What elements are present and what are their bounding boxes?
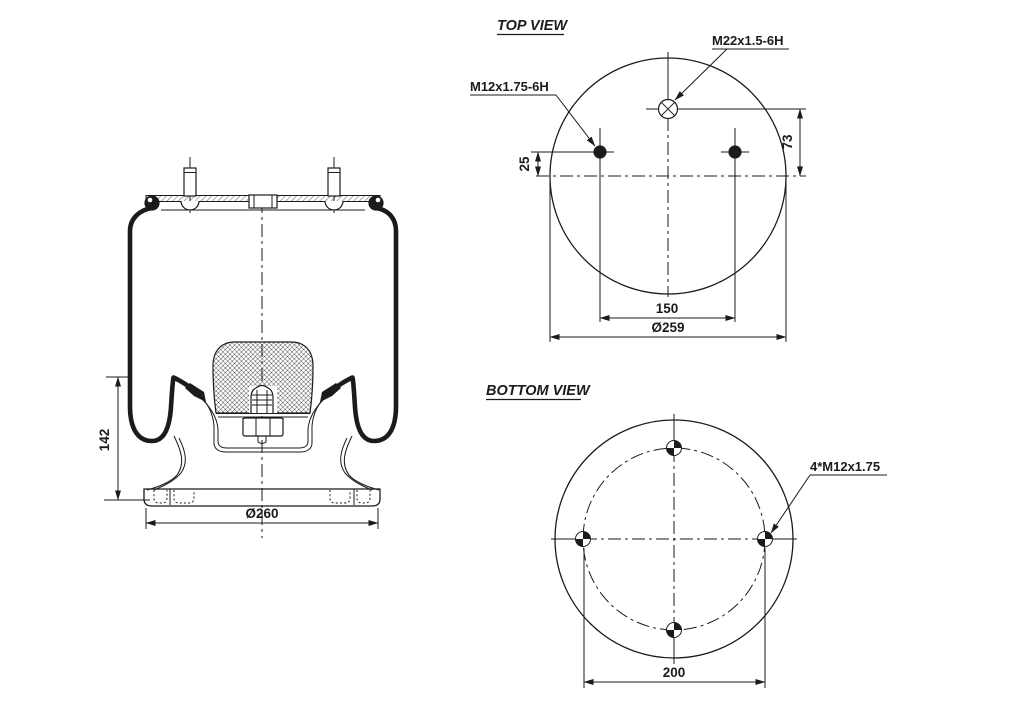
dimension-text: Ø260	[245, 506, 278, 521]
hex-nut	[242, 417, 284, 437]
piston-base	[143, 488, 381, 507]
base-pocket	[173, 490, 195, 504]
hole-quadrant	[674, 448, 682, 456]
piston-skirt-right-inner	[340, 437, 373, 491]
stud-hole-right	[728, 145, 742, 159]
bellows-left	[127, 205, 197, 444]
hole-quadrant	[666, 440, 674, 448]
dimension-text: Ø259	[651, 320, 684, 335]
hole-outline	[575, 531, 591, 547]
mounting-stud-right	[324, 157, 344, 213]
dimension-text: 142	[97, 429, 112, 452]
dimension-port-offset: 73	[780, 108, 803, 177]
stud-body	[327, 167, 341, 197]
hole-quadrant	[666, 622, 674, 630]
bolt-boss	[250, 384, 274, 413]
hole-outline	[666, 622, 682, 638]
bellows-right	[329, 205, 399, 444]
dimension-text: 73	[780, 134, 795, 150]
dimension-base-diameter: Ø260	[145, 506, 379, 529]
hole-quadrant	[583, 539, 591, 547]
stud-body	[183, 167, 197, 197]
hole-outline	[757, 531, 773, 547]
base-pocket	[356, 490, 371, 504]
bottom-view-title: BOTTOM VIEW	[486, 383, 591, 399]
stud-dome	[180, 200, 200, 211]
hole-quadrant	[765, 539, 773, 547]
hole-quadrant	[575, 531, 583, 539]
bolt-stub	[257, 436, 267, 444]
stud-thread-callout: M12x1.75-6H	[470, 79, 596, 147]
bead-hole	[375, 197, 381, 203]
bolt-hole-bottom	[666, 622, 682, 638]
leader-line	[674, 48, 728, 101]
air-port	[657, 98, 679, 120]
bolt-hole-left	[575, 531, 591, 547]
notch-body	[248, 194, 278, 209]
piston-skirt-left-inner	[153, 437, 186, 491]
stud-thread-label: M12x1.75-6H	[470, 79, 549, 94]
dimension-bolt-circle: 200	[583, 548, 766, 688]
base-pocket	[153, 490, 168, 504]
bead-hole	[147, 197, 153, 203]
leader-line	[555, 94, 596, 147]
dimension-height-142: 142	[97, 376, 150, 501]
stud-dome	[324, 200, 344, 211]
plate-center-notch	[248, 194, 278, 209]
base-outline	[143, 488, 381, 507]
dimension-stud-spacing: 150	[599, 301, 736, 321]
piston-dish-inner	[201, 398, 325, 449]
port-cross-line	[660, 101, 676, 117]
hole-quadrant	[757, 531, 765, 539]
side-view: 142 Ø260	[97, 157, 399, 538]
bolt-holes-label: 4*M12x1.75	[810, 459, 880, 474]
bolt-holes-callout: 4*M12x1.75	[770, 459, 887, 534]
piston-dish-outer	[197, 393, 329, 453]
port-thread-label: M22x1.5-6H	[712, 33, 784, 48]
dimension-text: 25	[517, 156, 532, 172]
top-view: TOP VIEW 25 73	[470, 18, 806, 342]
port-thread-callout: M22x1.5-6H	[674, 33, 789, 101]
top-view-title: TOP VIEW	[497, 18, 568, 34]
leader-line	[770, 474, 811, 534]
stud-hole-left	[593, 145, 607, 159]
dimension-text: 200	[663, 665, 686, 680]
bolt-hole-top	[666, 440, 682, 456]
piston-skirt-left-outer	[146, 435, 183, 491]
dimension-plate-diameter: Ø259	[549, 182, 787, 342]
bottom-view: BOTTOM VIEW	[486, 383, 887, 688]
dimension-stud-offset: 25	[517, 151, 592, 177]
hole-quadrant	[674, 630, 682, 638]
center-bolt	[242, 384, 284, 444]
bolt-hole-right	[757, 531, 773, 547]
hole-outline	[666, 440, 682, 456]
bump-stop	[212, 341, 314, 414]
mounting-stud-left	[180, 157, 200, 213]
dimension-text: 150	[656, 301, 679, 316]
piston-skirt-right-outer	[343, 435, 380, 491]
base-pocket	[329, 490, 351, 504]
